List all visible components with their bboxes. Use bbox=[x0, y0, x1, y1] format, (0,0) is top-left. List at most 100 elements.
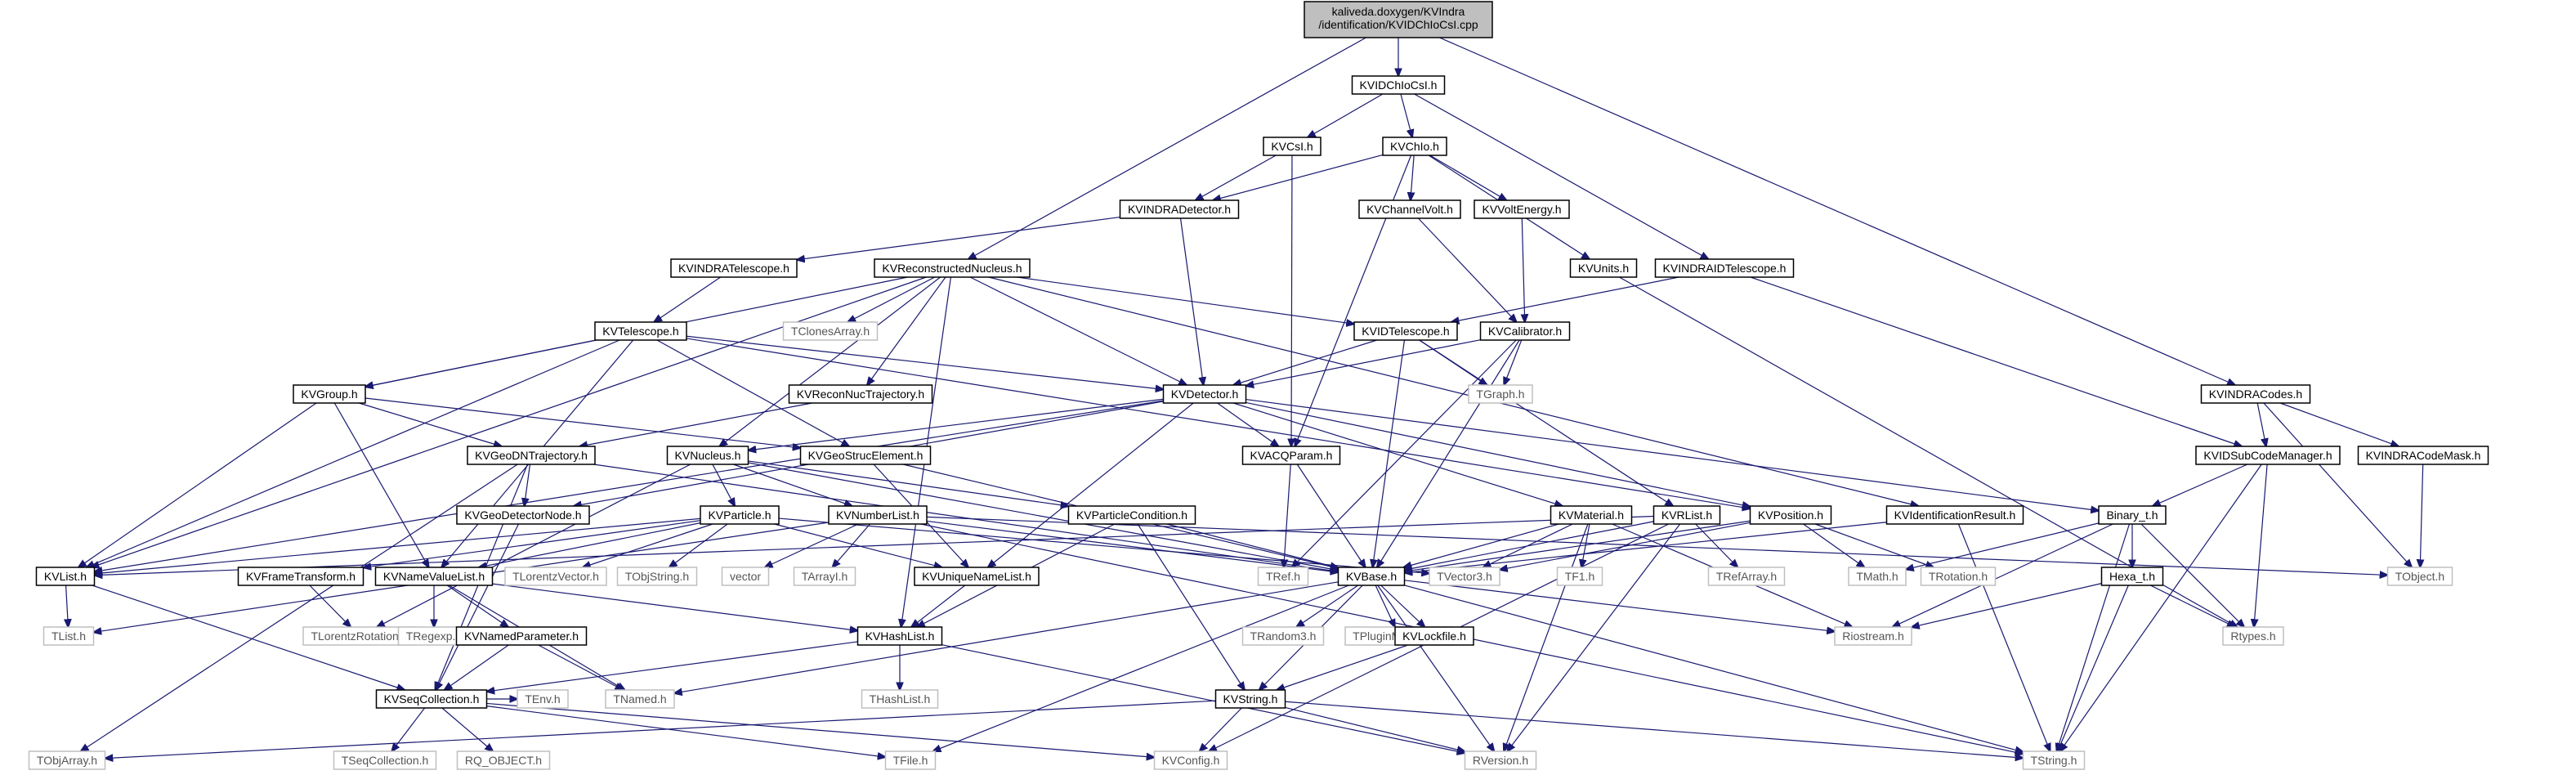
node-box bbox=[504, 567, 607, 586]
node-root[interactable]: kaliveda.doxygen/KVIndra/identification/… bbox=[1304, 1, 1493, 38]
node-label: Rtypes.h bbox=[2230, 629, 2275, 643]
node-kvparticlecondition[interactable]: KVParticleCondition.h bbox=[1067, 505, 1196, 525]
node-binary_t[interactable]: Binary_t.h bbox=[2098, 505, 2167, 525]
node-kvgeodetectornode[interactable]: KVGeoDetectorNode.h bbox=[456, 505, 590, 525]
node-kvindracodemask[interactable]: KVINDRACodeMask.h bbox=[2357, 446, 2489, 465]
node-kvnucleus[interactable]: KVNucleus.h bbox=[666, 446, 749, 465]
edge-kvstring-to-kvconfig bbox=[1200, 707, 1242, 751]
edge-kvhashlist-to-rversion bbox=[941, 644, 1465, 753]
node-kvmaterial[interactable]: KVMaterial.h bbox=[1550, 505, 1633, 525]
node-kvnumberlist[interactable]: KVNumberList.h bbox=[828, 505, 928, 525]
node-box bbox=[2357, 446, 2489, 465]
edge-kvparticle-to-kvnamevaluelist bbox=[479, 522, 701, 567]
node-kvframetransform[interactable]: KVFrameTransform.h bbox=[237, 567, 364, 586]
node-kvcalibrator[interactable]: KVCalibrator.h bbox=[1479, 321, 1571, 341]
node-kvindracodes[interactable]: KVINDRACodes.h bbox=[2200, 384, 2311, 404]
node-kvrlist[interactable]: KVRList.h bbox=[1652, 505, 1721, 525]
node-kvchio[interactable]: KVChIo.h bbox=[1382, 137, 1447, 156]
node-kvgroup[interactable]: KVGroup.h bbox=[293, 384, 366, 404]
node-label: TNamed.h bbox=[613, 692, 666, 706]
node-kvstring[interactable]: KVString.h bbox=[1214, 689, 1286, 709]
node-kvgeodntrajectory[interactable]: KVGeoDNTrajectory.h bbox=[467, 446, 596, 465]
edge-kvparticle-to-tvector3 bbox=[778, 517, 1429, 573]
node-kvlockfile[interactable]: KVLockfile.h bbox=[1394, 626, 1474, 646]
node-kvidchiocsi[interactable]: KVIDChIoCsI.h bbox=[1351, 75, 1446, 95]
node-kvtelescope[interactable]: KVTelescope.h bbox=[594, 321, 687, 341]
node-label: KVGroup.h bbox=[301, 388, 357, 401]
node-kvreconnuctrajectory[interactable]: KVReconNucTrajectory.h bbox=[788, 384, 933, 404]
node-label: KVGeoStrucElement.h bbox=[808, 449, 924, 462]
edge-kvnamedparameter-to-tnamed bbox=[538, 644, 624, 690]
edge-kvlist-to-kvseqcollection bbox=[92, 585, 405, 690]
node-kvnamevaluelist[interactable]: KVNameValueList.h bbox=[374, 567, 494, 586]
node-tfile: TFile.h bbox=[884, 750, 937, 770]
edge-kvstring-to-tstring bbox=[1285, 701, 2024, 758]
edge-kvposition-to-kvbase bbox=[1405, 520, 1751, 571]
node-kvidtelescope[interactable]: KVIDTelescope.h bbox=[1353, 321, 1458, 341]
node-kvindradetector[interactable]: KVINDRADetector.h bbox=[1119, 199, 1240, 219]
node-label: TFile.h bbox=[893, 754, 928, 767]
node-kvacqparam[interactable]: KVACQParam.h bbox=[1241, 446, 1341, 465]
edge-kvidtelescope-to-kvbase bbox=[1373, 339, 1406, 567]
node-label: KVChIo.h bbox=[1390, 140, 1439, 153]
node-kvreconstructednucleus[interactable]: KVReconstructedNucleus.h bbox=[874, 258, 1031, 278]
node-box bbox=[1848, 567, 1907, 586]
node-box bbox=[456, 505, 590, 525]
edge-kvnamedparameter-to-kvseqcollection bbox=[445, 644, 509, 690]
node-box bbox=[293, 384, 366, 404]
node-label: vector bbox=[730, 570, 761, 583]
edge-kvtelescope-to-kvposition bbox=[686, 338, 1751, 508]
node-tlorentzvector: TLorentzVector.h bbox=[504, 567, 607, 586]
node-kvchannelvolt[interactable]: KVChannelVolt.h bbox=[1358, 199, 1461, 219]
node-label: KVConfig.h bbox=[1162, 754, 1220, 767]
node-kvbase[interactable]: KVBase.h bbox=[1337, 567, 1406, 586]
node-box bbox=[1358, 199, 1461, 219]
node-trotation: TRotation.h bbox=[1920, 567, 1997, 586]
node-kvuniquenamelist[interactable]: KVUniqueNameList.h bbox=[914, 567, 1040, 586]
node-box bbox=[788, 384, 933, 404]
node-kvindraidtelescope[interactable]: KVINDRAIDTelescope.h bbox=[1654, 258, 1795, 278]
node-label: KVINDRADetector.h bbox=[1128, 203, 1231, 216]
node-label: KVReconstructedNucleus.h bbox=[882, 262, 1022, 275]
node-box bbox=[2100, 567, 2164, 586]
node-kvseqcollection[interactable]: KVSeqCollection.h bbox=[375, 689, 488, 709]
node-hexa_t[interactable]: Hexa_t.h bbox=[2100, 567, 2164, 586]
edge-binary_t-to-tmath bbox=[1906, 522, 2100, 570]
node-label: KVChannelVolt.h bbox=[1366, 203, 1453, 216]
node-label: KVString.h bbox=[1223, 692, 1278, 706]
edge-kvdetector-to-kvmaterial bbox=[1232, 402, 1563, 506]
edge-kvidchiocsi-to-kvchio bbox=[1400, 93, 1412, 137]
node-kvnamedparameter[interactable]: KVNamedParameter.h bbox=[455, 626, 588, 646]
node-box bbox=[616, 567, 698, 586]
edge-kvdetector-to-kvposition bbox=[1246, 401, 1751, 506]
node-box bbox=[1263, 137, 1322, 156]
node-kvidsubcodemanager[interactable]: KVIDSubCodeManager.h bbox=[2195, 446, 2341, 465]
node-kvidentificationresult[interactable]: KVIdentificationResult.h bbox=[1885, 505, 2024, 525]
node-label: RQ_OBJECT.h bbox=[465, 754, 542, 767]
node-rtypes: Rtypes.h bbox=[2222, 626, 2284, 646]
node-kvvoltenergy[interactable]: KVVoltEnergy.h bbox=[1474, 199, 1570, 219]
edge-kvidsubcodemanager-to-tstring bbox=[2060, 464, 2262, 751]
nodes-layer: kaliveda.doxygen/KVIndra/identification/… bbox=[28, 1, 2489, 770]
node-kvcsi[interactable]: KVCsI.h bbox=[1263, 137, 1322, 156]
node-label: KVGeoDetectorNode.h bbox=[464, 508, 581, 522]
edge-kvnamevaluelist-to-kvnamedparameter bbox=[446, 585, 508, 627]
node-label: KVBase.h bbox=[1346, 570, 1397, 583]
node-kvgeostrucelement[interactable]: KVGeoStrucElement.h bbox=[799, 446, 932, 465]
node-kvunits[interactable]: KVUnits.h bbox=[1569, 258, 1638, 278]
node-kvdetector[interactable]: KVDetector.h bbox=[1162, 384, 1247, 404]
edge-kvlist-to-tlist bbox=[66, 585, 69, 627]
edge-kvidentificationresult-to-kvbase bbox=[1405, 522, 1887, 573]
node-kvlist[interactable]: KVList.h bbox=[35, 567, 96, 586]
edge-kvreconstructednucleus-to-tclonesarray bbox=[847, 276, 935, 322]
node-label: TRotation.h bbox=[1929, 570, 1988, 583]
node-box bbox=[456, 750, 551, 770]
node-box bbox=[1707, 567, 1786, 586]
node-box bbox=[1337, 567, 1406, 586]
node-kvparticle[interactable]: KVParticle.h bbox=[700, 505, 780, 525]
node-kvindratelescope[interactable]: KVINDRATelescope.h bbox=[670, 258, 798, 278]
node-kvhashlist[interactable]: KVHashList.h bbox=[856, 626, 943, 646]
node-kvposition[interactable]: KVPosition.h bbox=[1749, 505, 1832, 525]
edge-kvindratelescope-to-kvtelescope bbox=[654, 276, 722, 322]
node-label: KVHashList.h bbox=[865, 629, 935, 643]
